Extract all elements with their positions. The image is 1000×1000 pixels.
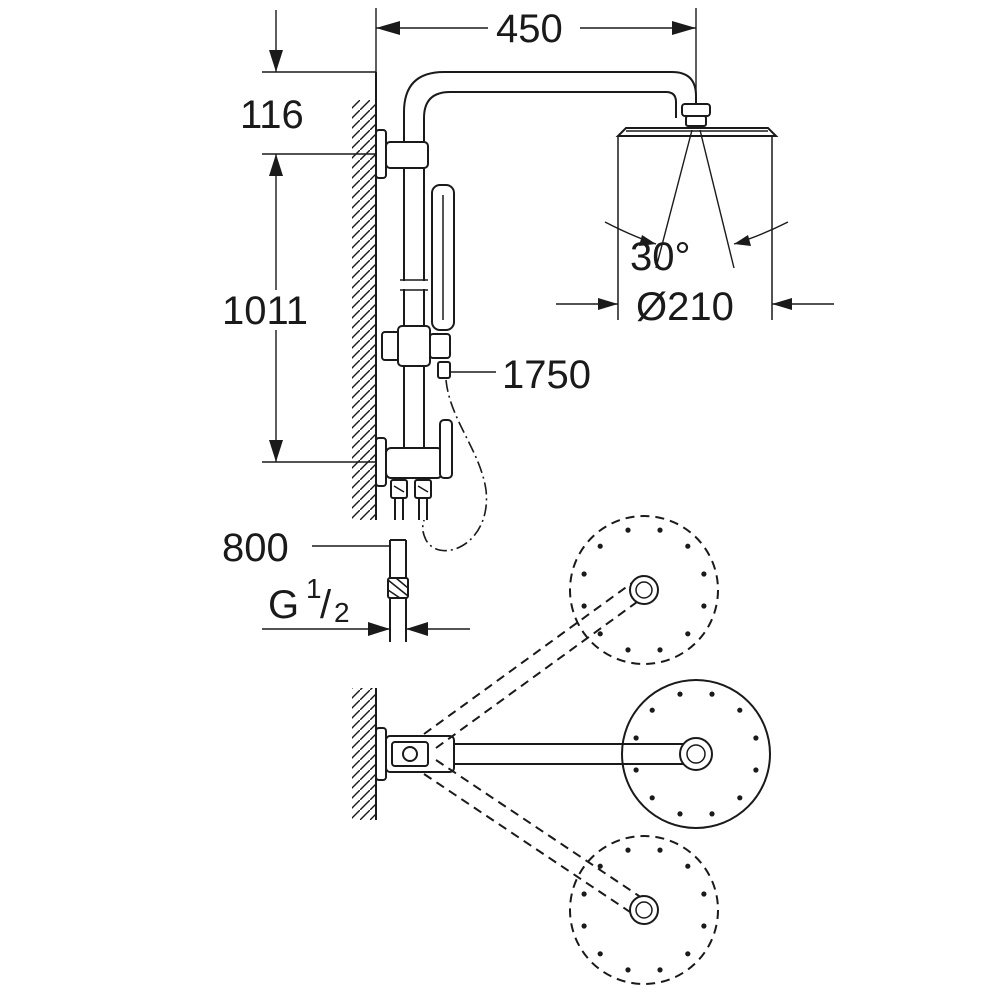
hose-length-callout: 1750 [450,353,591,397]
nozzle-dot [597,631,603,637]
nozzle-dot [633,767,639,773]
nozzle-dot [657,647,663,653]
upper-wall-bracket [375,129,429,179]
nozzle-dot [753,767,759,773]
top-offset-116-label: 116 [240,93,304,137]
connection-thread-callout: G 1 / 2 [262,573,470,636]
nozzle-dot [737,707,743,713]
nozzle-dot [657,847,663,853]
lower-wall-bracket-mixer [375,419,453,520]
rail-height-1011-label: 1011 [222,289,308,333]
nozzle-dot [625,527,631,533]
nozzle-dot [709,811,715,817]
shower-arm-and-riser [400,71,697,470]
spray-angle-dimension: 30° [604,221,789,279]
nozzle-dot [685,631,691,637]
nozzle-dot [625,967,631,973]
nozzle-dot [649,795,655,801]
nozzle-dot [685,863,691,869]
nozzle-dot [701,923,707,929]
nozzle-dot [685,951,691,957]
spray-angle-label: 30° [630,235,691,279]
nozzle-dot [581,923,587,929]
riser-length-callout: 800 [222,526,390,570]
head-diameter-dimension: Ø210 [556,285,834,329]
nozzle-dot [649,707,655,713]
nozzle-dot [625,647,631,653]
hand-shower [431,184,455,379]
thread-fraction-denominator: 2 [334,597,350,628]
nozzle-dot [701,603,707,609]
swivel-position-lower [423,759,719,985]
nozzle-dot [677,811,683,817]
head-shower-nozzles [581,527,759,973]
riser-connection-pipe [387,539,409,642]
thread-fraction-slash: / [320,583,332,627]
head-diameter-label: Ø210 [636,285,734,329]
width-450-label: 450 [496,7,563,51]
nozzle-dot [597,951,603,957]
shower-hose [421,379,488,552]
overall-width-dimension: 450 [375,6,697,100]
nozzle-dot [701,571,707,577]
nozzle-dot [657,527,663,533]
nozzle-dot [581,891,587,897]
thread-fraction-numerator: 1 [306,573,322,604]
hose-length-1750-label: 1750 [502,353,591,397]
nozzle-dot [701,891,707,897]
head-shower-front [615,103,779,320]
vertical-dimensions: 116 1011 [222,10,376,463]
thread-G-label: G [268,583,299,627]
nozzle-dot [753,735,759,741]
nozzle-dot [737,795,743,801]
nozzle-dot [581,603,587,609]
nozzle-dot [657,967,663,973]
wall-front-view [352,72,377,520]
nozzle-dot [597,863,603,869]
nozzle-dot [709,691,715,697]
nozzle-dot [625,847,631,853]
swivel-position-upper [423,515,719,749]
nozzle-dot [677,691,683,697]
nozzle-dot [597,543,603,549]
nozzle-dot [581,571,587,577]
nozzle-dot [633,735,639,741]
wall-top-view [352,688,377,820]
top-view-bracket [375,727,455,781]
shower-arm-top-view [454,679,771,829]
hand-shower-slider [381,325,451,367]
riser-length-800-label: 800 [222,526,289,570]
nozzle-dot [685,543,691,549]
